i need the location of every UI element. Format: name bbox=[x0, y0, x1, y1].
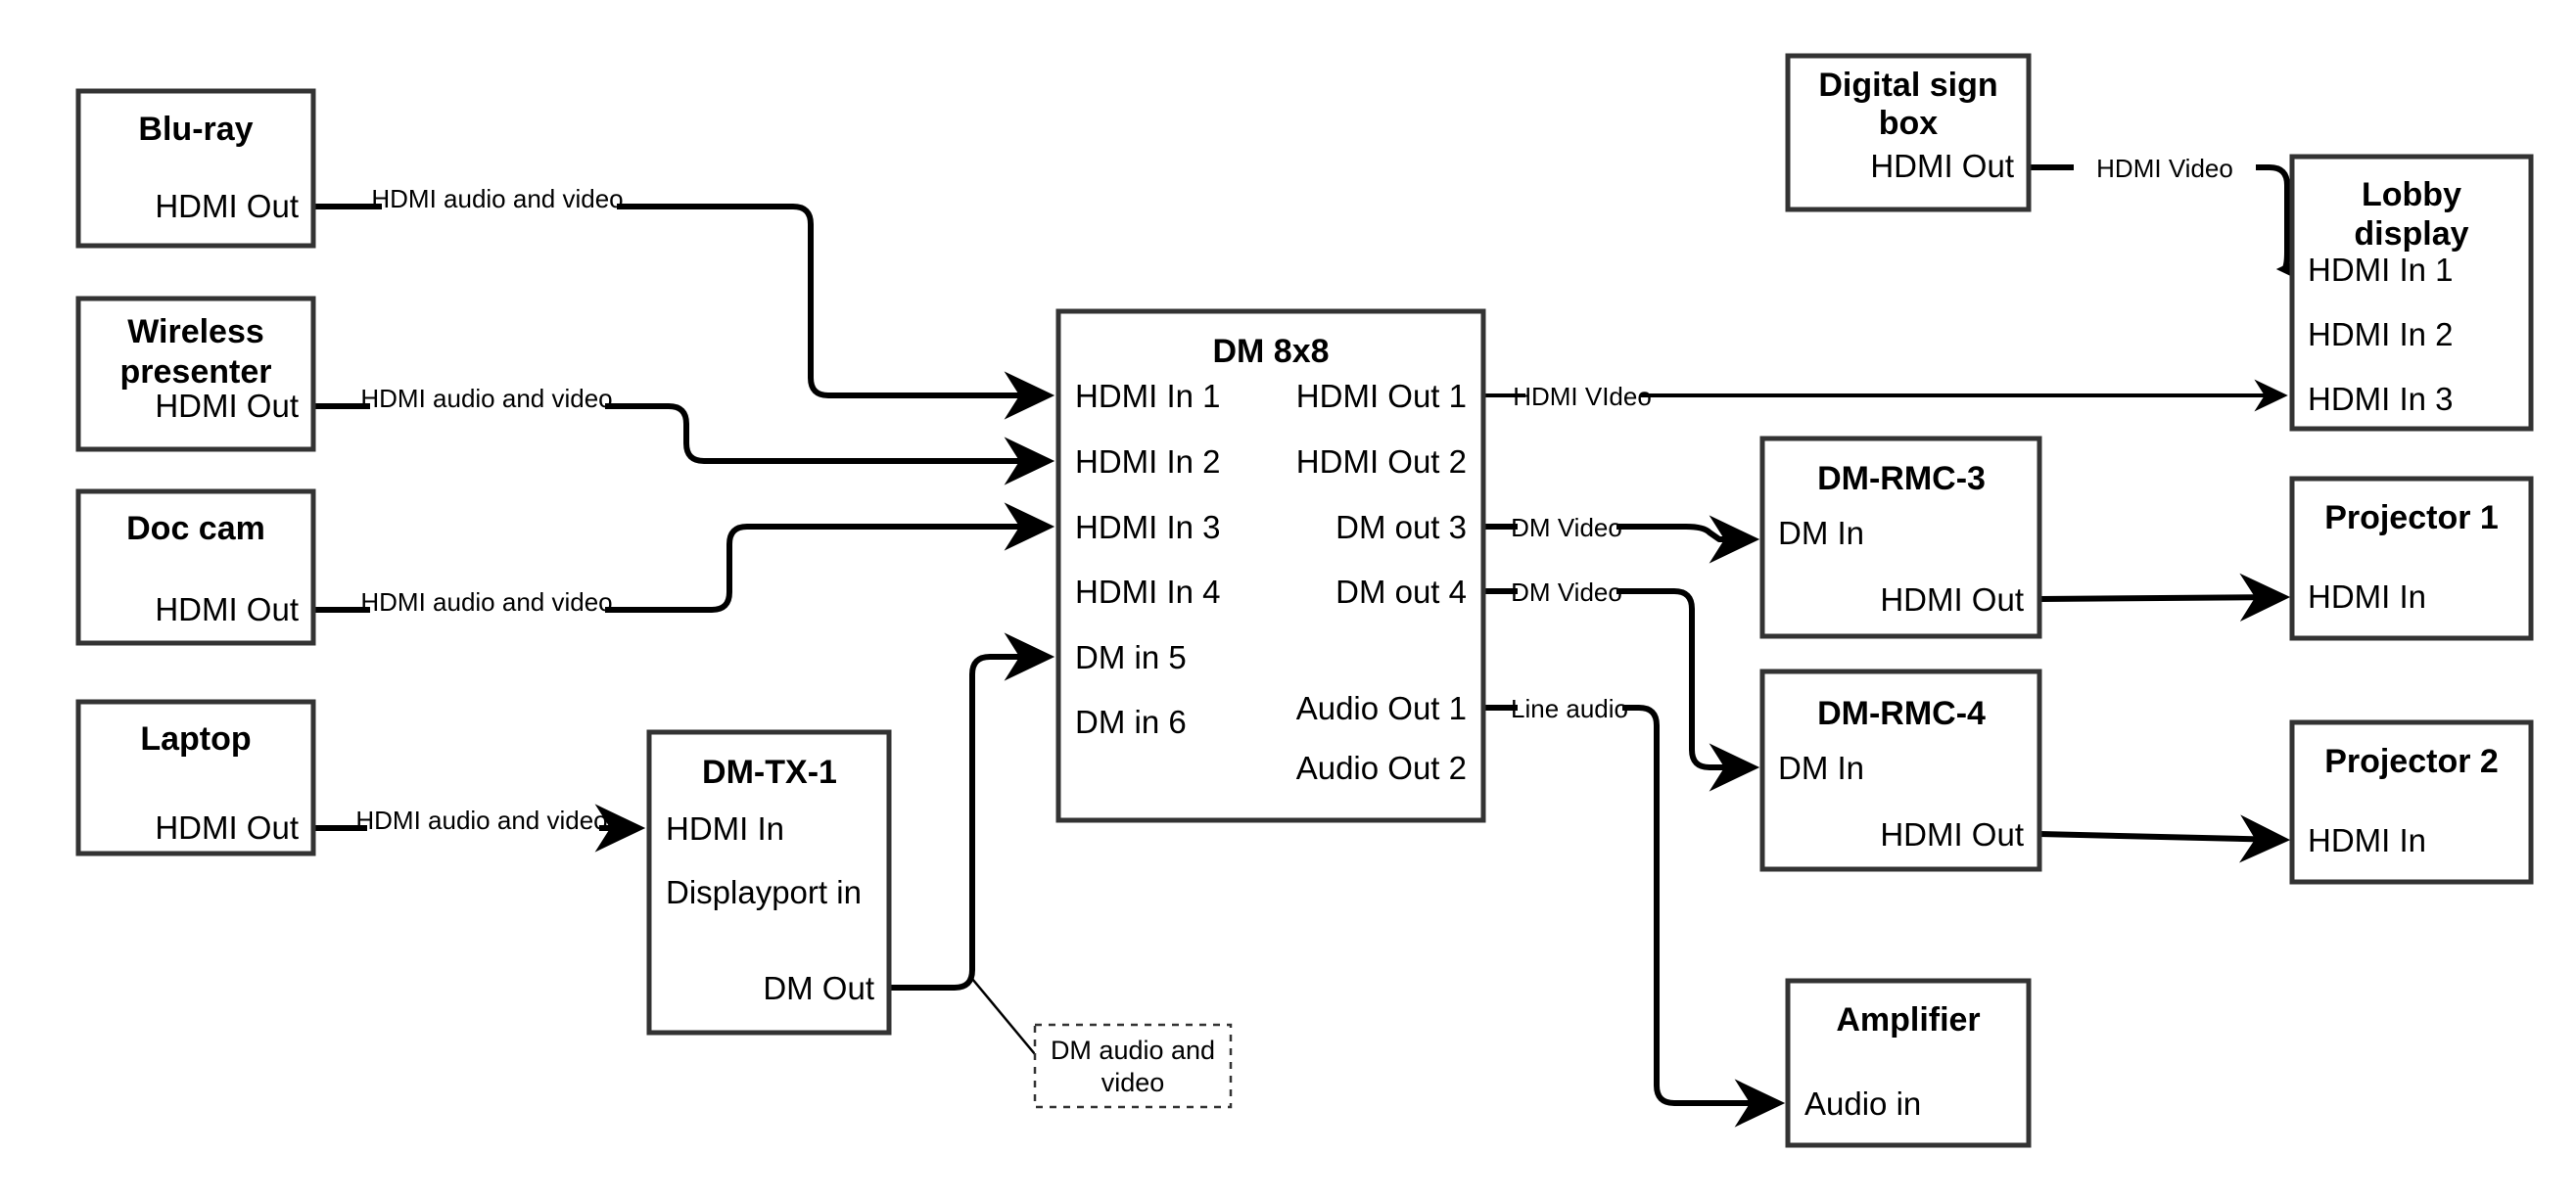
dm-rmc-3-port-dm-in[interactable]: DM In bbox=[1778, 515, 1864, 551]
dm-8x8-port-hdmi-in-4[interactable]: HDMI In 4 bbox=[1075, 574, 1221, 610]
dm-8x8-port-hdmi-out-2[interactable]: HDMI Out 2 bbox=[1296, 443, 1467, 480]
projector-1-box[interactable] bbox=[2289, 476, 2534, 641]
leader-line-dm-audio-note bbox=[971, 978, 1041, 1061]
amplifier-port-audio-in[interactable]: Audio in bbox=[1804, 1086, 1921, 1122]
note-dm-audio-line-2: video bbox=[1101, 1068, 1165, 1097]
note-dm-audio-line-1: DM audio and bbox=[1051, 1036, 1215, 1065]
amplifier-box[interactable] bbox=[1785, 978, 2032, 1148]
node-wireless-presenter[interactable]: Wireless presenter HDMI Out bbox=[75, 296, 316, 452]
dm-8x8-port-dm-in-6[interactable]: DM in 6 bbox=[1075, 704, 1187, 740]
dm-8x8-port-hdmi-in-3[interactable]: HDMI In 3 bbox=[1075, 509, 1221, 545]
laptop-port-hdmi-out[interactable]: HDMI Out bbox=[155, 809, 299, 846]
note-dm-audio-box bbox=[1033, 1023, 1233, 1109]
lobby-display-port-hdmi-in-3[interactable]: HDMI In 3 bbox=[2308, 381, 2454, 417]
node-projector-2[interactable]: Projector 2 HDMI In bbox=[2289, 719, 2534, 885]
node-laptop[interactable]: Laptop HDMI Out bbox=[75, 699, 316, 856]
doc-cam-box[interactable] bbox=[75, 488, 316, 646]
wireless-presenter-box[interactable] bbox=[75, 296, 316, 452]
node-digital-sign-box[interactable]: Digital sign box HDMI Out bbox=[1785, 53, 2032, 212]
edge-label-hdmi-video-lobby: HDMI VIdeo bbox=[1513, 382, 1652, 411]
dm-8x8-port-hdmi-in-2[interactable]: HDMI In 2 bbox=[1075, 443, 1221, 480]
lobby-display-box[interactable] bbox=[2289, 154, 2534, 432]
digital-sign-title-line-1: Digital sign bbox=[1818, 67, 1997, 104]
wireless-presenter-port-hdmi-out[interactable]: HDMI Out bbox=[155, 388, 299, 424]
edge-label-laptop-hdmi: HDMI audio and video bbox=[355, 806, 607, 835]
dm-tx-1-title: DM-TX-1 bbox=[702, 754, 837, 791]
edge-label-dm-video-rmc4: DM Video bbox=[1511, 577, 1622, 607]
dm-8x8-box[interactable] bbox=[1055, 308, 1486, 823]
wire-dmtx1-to-dm8x8-dm-in-5 bbox=[889, 632, 1055, 991]
dm-rmc-4-port-hdmi-out[interactable]: HDMI Out bbox=[1880, 816, 2024, 853]
wireless-presenter-title-line-2: presenter bbox=[120, 353, 272, 391]
node-dm-8x8[interactable]: DM 8x8 HDMI In 1 HDMI In 2 HDMI In 3 HDM… bbox=[1055, 308, 1486, 823]
wire-bluray-to-dm8x8-hdmi-in-1 bbox=[315, 204, 1048, 395]
edge-label-wireless-hdmi: HDMI audio and video bbox=[360, 384, 612, 413]
lobby-display-port-hdmi-in-2[interactable]: HDMI In 2 bbox=[2308, 316, 2454, 352]
dm-tx-1-port-displayport-in[interactable]: Displayport in bbox=[666, 874, 862, 910]
wire-dm8x8-audio-out-1-to-amplifier-audio-in bbox=[1483, 705, 1778, 1103]
lobby-display-port-hdmi-in-1[interactable]: HDMI In 1 bbox=[2308, 252, 2454, 288]
projector-1-title: Projector 1 bbox=[2324, 499, 2499, 536]
laptop-title: Laptop bbox=[140, 720, 251, 758]
doc-cam-title: Doc cam bbox=[126, 510, 265, 547]
bluray-box[interactable] bbox=[75, 88, 316, 249]
edge-label-bluray-hdmi: HDMI audio and video bbox=[371, 184, 623, 213]
digital-sign-box[interactable] bbox=[1785, 53, 2032, 212]
bluray-port-hdmi-out[interactable]: HDMI Out bbox=[155, 188, 299, 224]
doc-cam-port-hdmi-out[interactable]: HDMI Out bbox=[155, 591, 299, 627]
wire-layer bbox=[315, 164, 2291, 1103]
projector-2-box[interactable] bbox=[2289, 719, 2534, 885]
dm-rmc-3-port-hdmi-out[interactable]: HDMI Out bbox=[1880, 581, 2024, 618]
node-dm-rmc-3[interactable]: DM-RMC-3 DM In HDMI Out bbox=[1759, 436, 2042, 639]
dm-rmc-4-title: DM-RMC-4 bbox=[1817, 695, 1986, 732]
node-doc-cam[interactable]: Doc cam HDMI Out bbox=[75, 488, 316, 646]
wire-dm8x8-dm-out-3-to-dmrmc3-dm-in bbox=[1483, 527, 1753, 539]
wire-dm8x8-dm-out-4-to-dmrmc4-dm-in bbox=[1483, 588, 1753, 767]
bluray-title: Blu-ray bbox=[138, 111, 253, 148]
node-dm-tx-1[interactable]: DM-TX-1 HDMI In Displayport in DM Out bbox=[646, 729, 892, 1036]
dm-rmc-3-title: DM-RMC-3 bbox=[1817, 460, 1986, 497]
dm-8x8-port-hdmi-out-1[interactable]: HDMI Out 1 bbox=[1296, 378, 1467, 414]
wire-digitalsign-to-lobby-hdmi-in-1 bbox=[2029, 164, 2287, 269]
edge-label-layer: HDMI audio and video HDMI audio and vide… bbox=[355, 154, 2232, 835]
amplifier-title: Amplifier bbox=[1836, 1001, 1980, 1039]
dm-8x8-port-dm-in-5[interactable]: DM in 5 bbox=[1075, 639, 1187, 675]
dm-8x8-port-hdmi-in-1[interactable]: HDMI In 1 bbox=[1075, 378, 1221, 414]
node-amplifier[interactable]: Amplifier Audio in bbox=[1785, 978, 2032, 1148]
edge-label-hdmi-video-sign: HDMI Video bbox=[2096, 154, 2233, 183]
dm-rmc-4-box[interactable] bbox=[1759, 669, 2042, 872]
projector-1-port-hdmi-in[interactable]: HDMI In bbox=[2308, 578, 2426, 615]
edge-label-dm-video-rmc3: DM Video bbox=[1511, 513, 1622, 542]
digital-sign-port-hdmi-out[interactable]: HDMI Out bbox=[1870, 148, 2014, 184]
edge-label-doccam-hdmi: HDMI audio and video bbox=[360, 587, 612, 617]
laptop-box[interactable] bbox=[75, 699, 316, 856]
edge-label-line-audio-amp: Line audio bbox=[1511, 694, 1628, 723]
dm-tx-1-box[interactable] bbox=[646, 729, 892, 1036]
dm-8x8-port-audio-out-2[interactable]: Audio Out 2 bbox=[1296, 750, 1467, 786]
lobby-display-title-line-1: Lobby bbox=[2362, 176, 2461, 213]
node-dm-rmc-4[interactable]: DM-RMC-4 DM In HDMI Out bbox=[1759, 669, 2042, 872]
projector-2-title: Projector 2 bbox=[2324, 743, 2499, 780]
node-lobby-display[interactable]: Lobby display HDMI In 1 HDMI In 2 HDMI I… bbox=[2289, 154, 2534, 432]
lobby-display-title-line-2: display bbox=[2354, 215, 2468, 253]
projector-2-port-hdmi-in[interactable]: HDMI In bbox=[2308, 822, 2426, 858]
wire-doccam-to-dm8x8-hdmi-in-3 bbox=[315, 527, 1048, 613]
node-projector-1[interactable]: Projector 1 HDMI In bbox=[2289, 476, 2534, 641]
dm-8x8-port-audio-out-1[interactable]: Audio Out 1 bbox=[1296, 690, 1467, 726]
wire-wireless-to-dm8x8-hdmi-in-2 bbox=[315, 403, 1048, 461]
dm-rmc-3-box[interactable] bbox=[1759, 436, 2042, 639]
note-dm-audio-and-video: DM audio and video bbox=[1033, 1023, 1233, 1109]
dm-tx-1-port-dm-out[interactable]: DM Out bbox=[763, 970, 874, 1006]
digital-sign-title-line-2: box bbox=[1879, 105, 1939, 142]
node-bluray[interactable]: Blu-ray HDMI Out bbox=[75, 88, 316, 249]
wire-dmrmc4-to-projector2-hdmi-in bbox=[2038, 814, 2291, 863]
wireless-presenter-title-line-1: Wireless bbox=[127, 313, 264, 350]
dm-tx-1-port-hdmi-in[interactable]: HDMI In bbox=[666, 810, 784, 847]
dm-rmc-4-port-dm-in[interactable]: DM In bbox=[1778, 750, 1864, 786]
dm-8x8-port-dm-out-4[interactable]: DM out 4 bbox=[1335, 574, 1467, 610]
dm-8x8-title: DM 8x8 bbox=[1212, 333, 1329, 370]
dm-8x8-port-dm-out-3[interactable]: DM out 3 bbox=[1335, 509, 1467, 545]
wire-dmrmc3-to-projector1-hdmi-in bbox=[2038, 573, 2291, 622]
